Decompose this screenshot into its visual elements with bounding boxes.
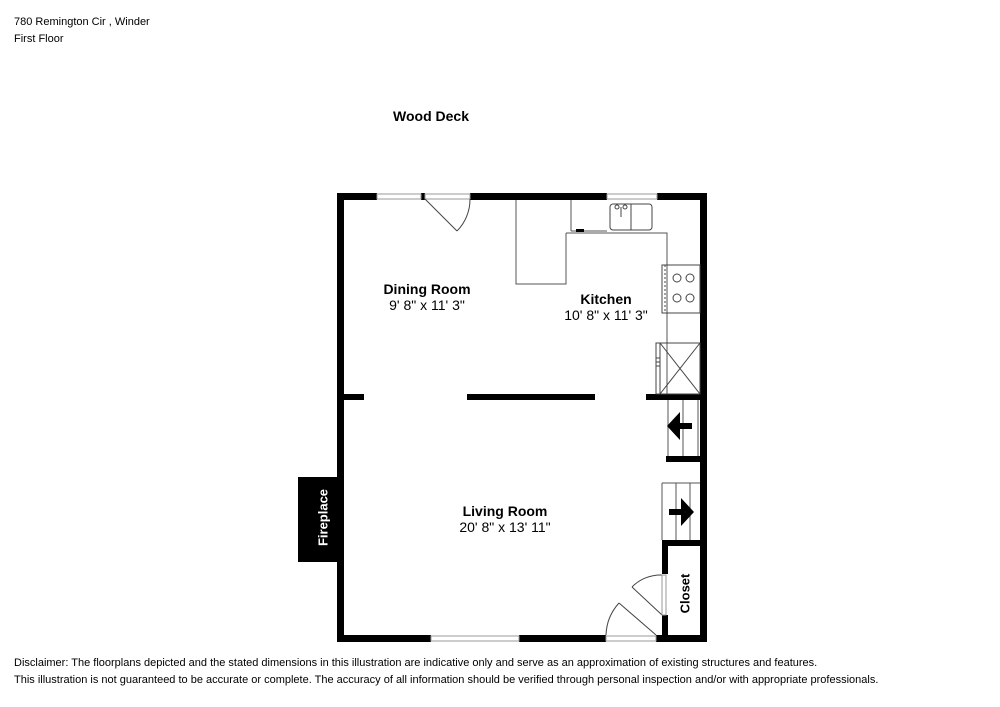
- bottom-windows: [430, 635, 657, 642]
- room-name: Kitchen: [580, 291, 632, 307]
- fireplace: [298, 477, 337, 562]
- disclaimer-line-2: This illustration is not guaranteed to b…: [14, 674, 879, 686]
- fireplace-label: Fireplace: [315, 488, 331, 547]
- stairs-down-arrow-icon: [669, 498, 694, 526]
- closet-door-swing: [631, 574, 667, 616]
- room-dimensions: 9' 8" x 11' 3": [389, 297, 465, 313]
- outer-walls: [337, 193, 707, 642]
- range-icon: [661, 264, 701, 314]
- closet-label: Closet: [677, 573, 693, 614]
- room-name: Living Room: [462, 503, 548, 519]
- closet-walls: [662, 540, 707, 642]
- fridge-icon: [655, 342, 701, 395]
- room-living: Living Room 20' 8" x 13' 11": [459, 503, 550, 535]
- interior-walls: [337, 394, 707, 400]
- wood-deck-label: Wood Deck: [393, 108, 469, 124]
- room-dimensions: 20' 8" x 13' 11": [459, 519, 551, 535]
- deck-door-swing: [424, 198, 471, 232]
- sink-icon: [609, 203, 653, 231]
- disclaimer-line-1: Disclaimer: The floorplans depicted and …: [14, 657, 818, 669]
- top-windows: [376, 193, 658, 200]
- stairs-up-arrow-icon: [667, 412, 692, 440]
- room-kitchen: Kitchen 10' 8" x 11' 3": [564, 291, 648, 323]
- property-address: 780 Remington Cir , Winder: [14, 16, 150, 28]
- room-name: Dining Room: [383, 281, 471, 297]
- kitchen-counters: [515, 200, 668, 394]
- front-door-swing: [605, 602, 657, 636]
- floor-label: First Floor: [14, 33, 64, 45]
- room-dining: Dining Room 9' 8" x 11' 3": [383, 281, 470, 313]
- room-dimensions: 10' 8" x 11' 3": [564, 307, 648, 323]
